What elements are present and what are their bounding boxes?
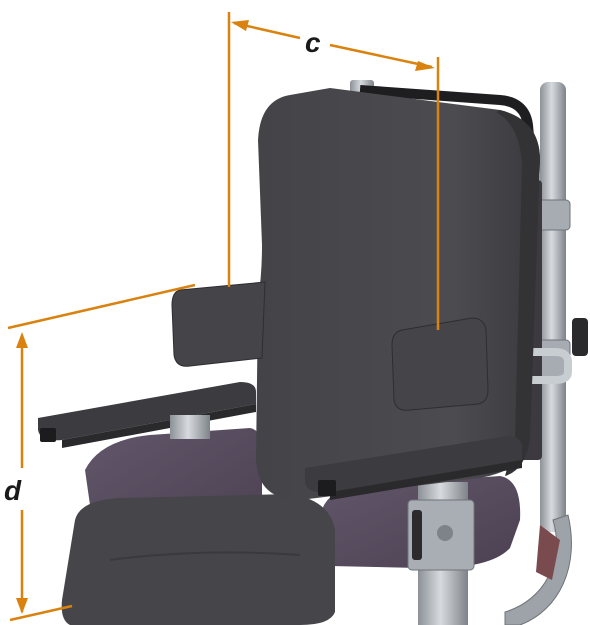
dimension-d-extension-bottom xyxy=(9,604,73,622)
lateral-support-right xyxy=(391,317,489,411)
backrest-side-edge xyxy=(496,110,540,476)
dimension-d-arrowhead-top xyxy=(16,332,28,348)
dimension-c-arrowhead-left xyxy=(231,20,249,31)
frame-post xyxy=(540,82,566,532)
dimension-c-arrow-line-right xyxy=(329,43,433,69)
clamp-handle xyxy=(478,348,572,384)
armrest-left xyxy=(38,382,256,448)
dimension-c: c xyxy=(227,12,440,330)
seat-frame xyxy=(61,428,521,625)
dimension-d-label: d xyxy=(4,475,22,506)
dimension-d-extension-top xyxy=(7,283,196,330)
dimension-c-label: c xyxy=(305,27,321,58)
lateral-support-left xyxy=(171,281,266,367)
dimension-d-arrowhead-bottom xyxy=(16,598,28,614)
armrest-right xyxy=(305,436,522,500)
dimension-d: d xyxy=(4,283,196,622)
adjust-knob xyxy=(572,318,588,356)
seat-cushion xyxy=(61,494,336,625)
brake-lever xyxy=(536,525,560,580)
dimension-c-arrowhead-right xyxy=(415,61,435,71)
